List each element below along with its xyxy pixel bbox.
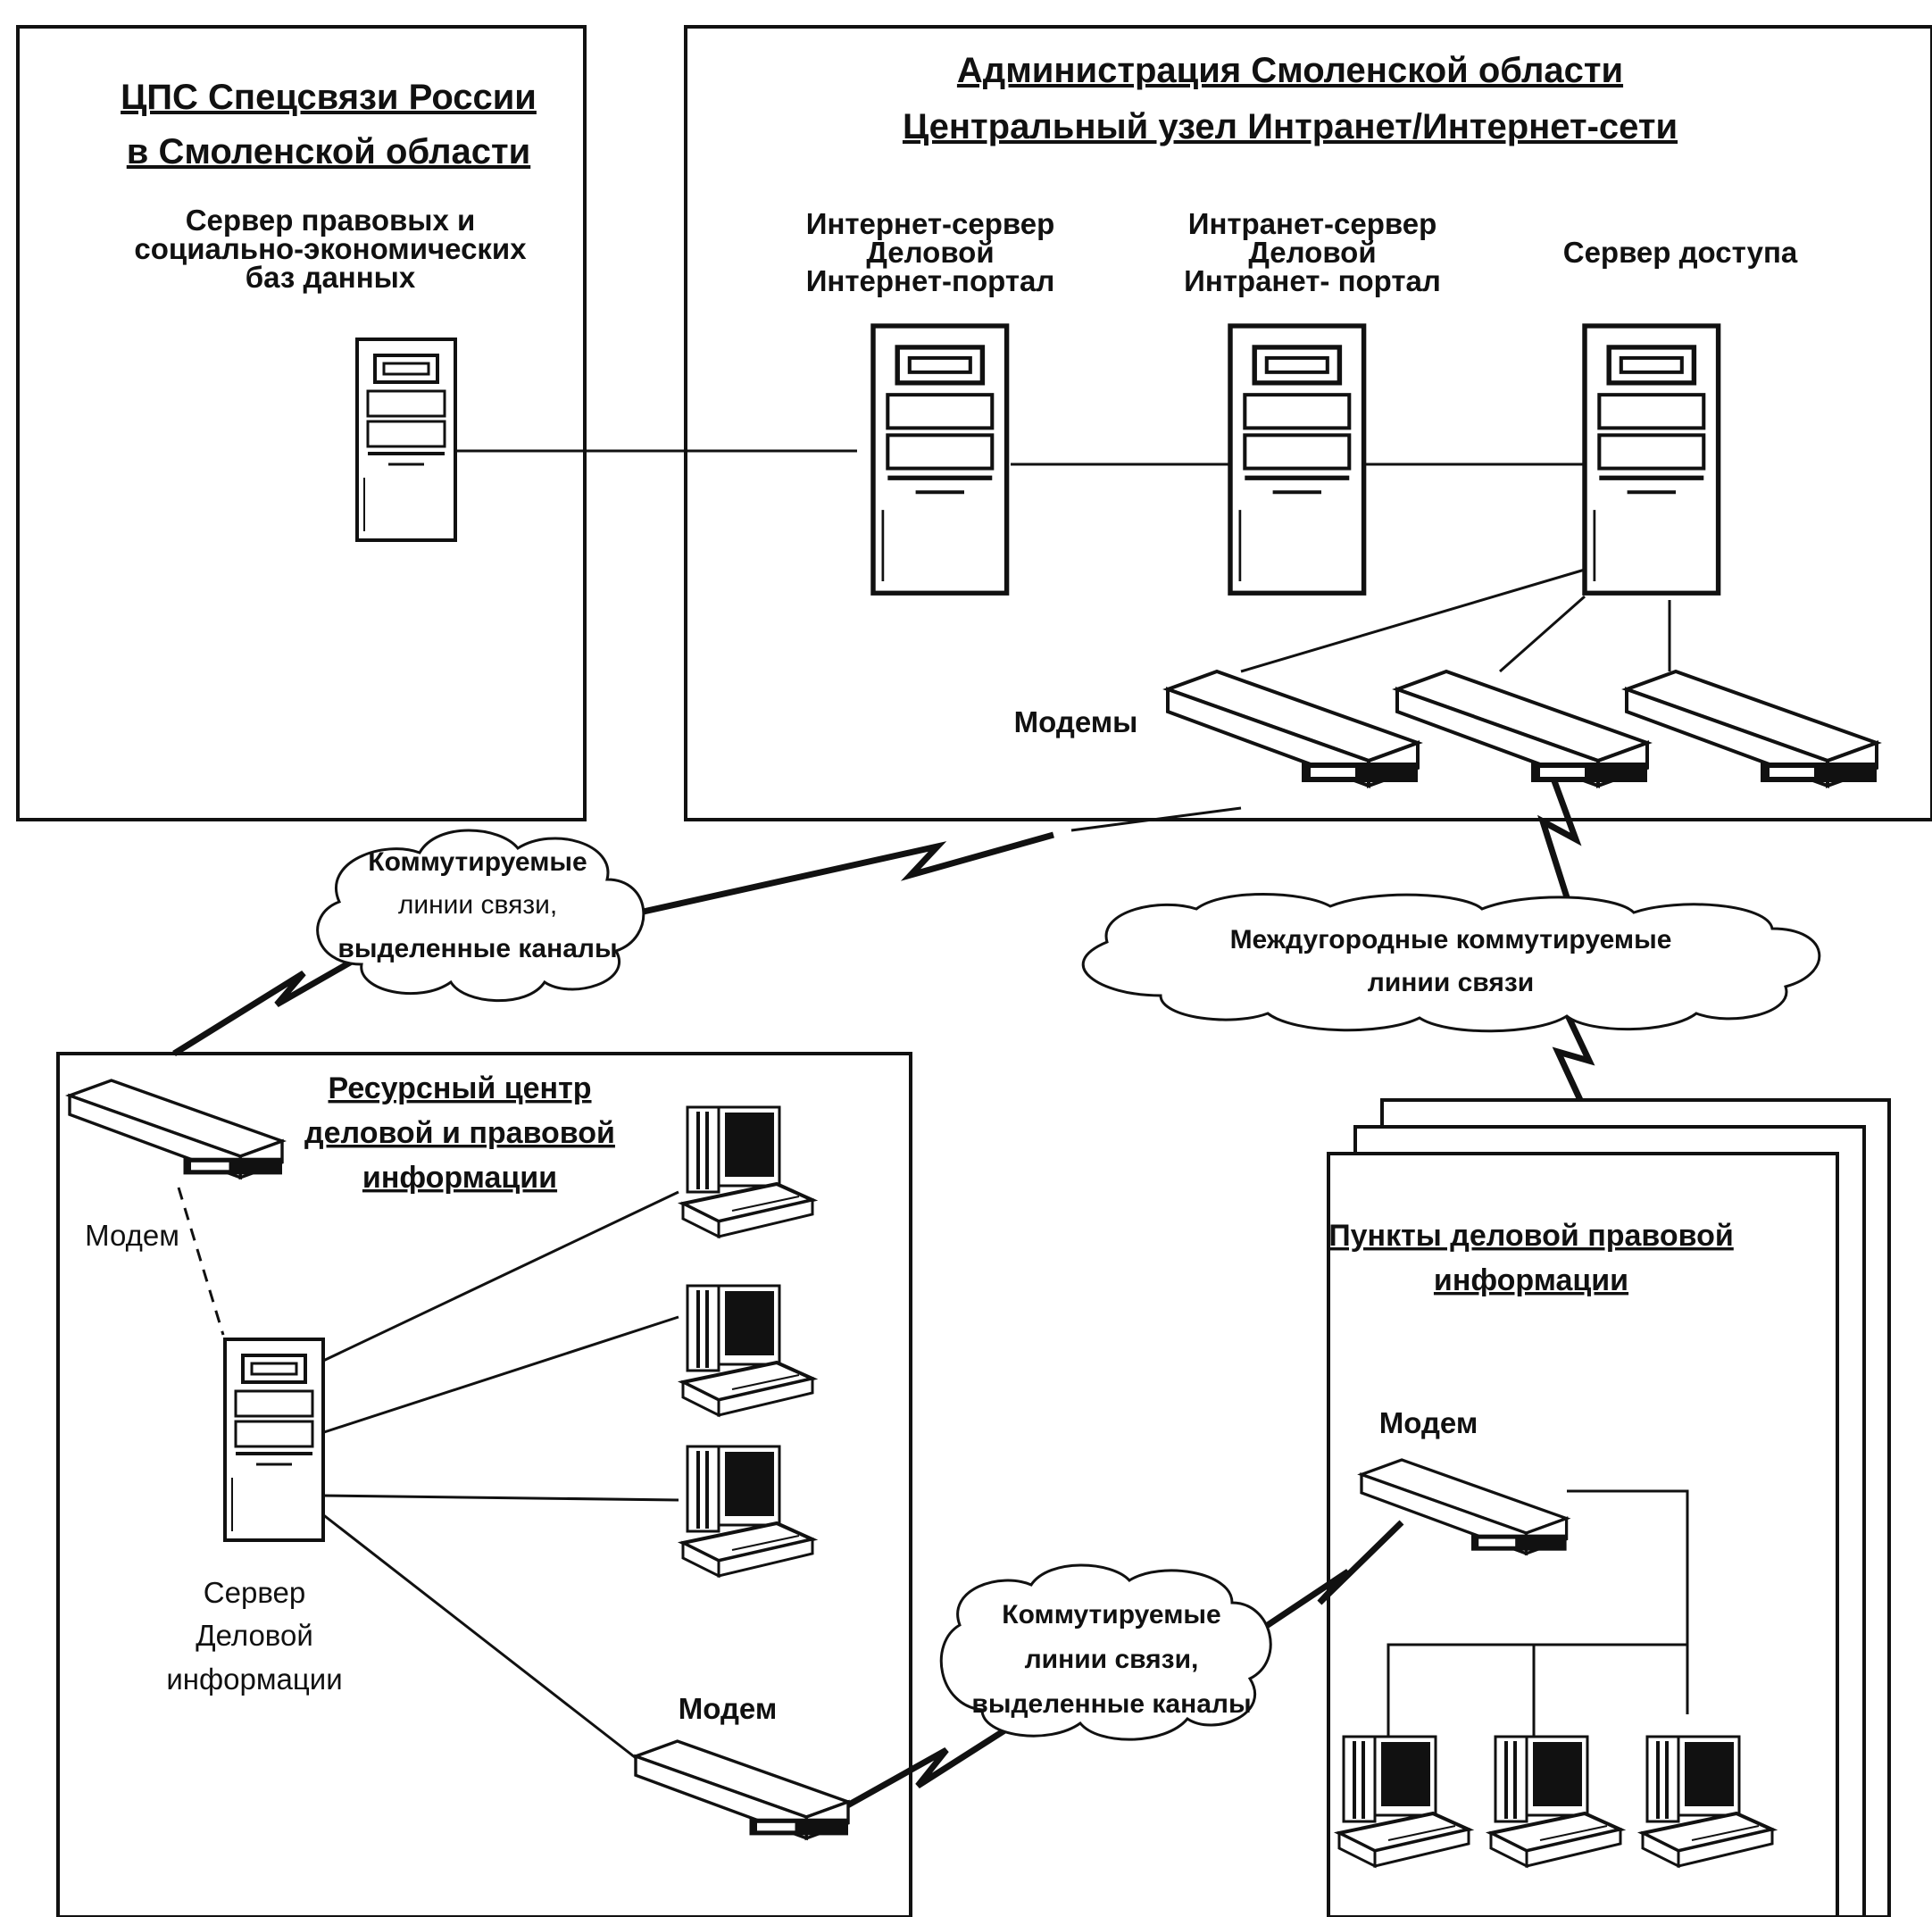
admin-modem-1-icon [1166,670,1420,788]
link-access-modem-2 [1499,595,1586,673]
rc-workstation-3-icon [681,1445,814,1578]
cps-server-label-line1: Сервер правовых и [186,204,476,237]
rc-modem-top-label: Модем [85,1219,179,1252]
intranet-server-label-line1: Интранет-сервер [1188,207,1437,240]
internet-server-label-line3: Интернет-портал [806,264,1055,297]
cps-title-line2: в Смоленской области [127,132,530,171]
legal-db-server-icon [355,338,457,542]
link-points-bus [1387,1643,1687,1750]
rc-server-label-line3: информации [166,1663,342,1696]
rc-title-line3: информации [362,1161,557,1195]
lightning-modem-to-longdistance-cloud [1537,777,1582,899]
cloud-left-label-line1: Коммутируемые [368,847,587,877]
cloud-left-label-line3: выделенные каналы [337,934,617,963]
rc-workstation-2-icon [681,1284,814,1417]
admin-title-line1: Администрация Смоленской области [957,51,1623,90]
points-title-line1: Пункты деловой правовой [1328,1219,1734,1253]
rc-modem-top-icon [68,1079,284,1179]
admin-title-line2: Центральный узел Интранет/Интернет-сети [903,107,1678,146]
cloud-bottom-label-line3: выделенные каналы [971,1689,1251,1719]
rc-workstation-1-icon [681,1105,814,1238]
cloud-bottom-label-line1: Коммутируемые [1002,1600,1220,1629]
cloud-bottom-label-line2: линии связи, [1025,1645,1199,1674]
rc-title-line1: Ресурсный центр [328,1071,591,1105]
link-rc-server-modem [321,1512,644,1765]
cps-server-label-line2: социально-экономических [134,232,527,265]
cps-title-line1: ЦПС Спецсвязи России [121,78,537,117]
cloud-switched-bottom [939,1563,1272,1741]
access-server-icon [1585,326,1719,593]
lightning-rc-modem-to-bottom-cloud [833,1725,1011,1816]
rc-server-label-line2: Деловой [196,1619,313,1652]
cloud-longdistance [1081,893,1821,1033]
cps-server-label-line3: баз данных [246,261,416,294]
admin-frame [684,25,1932,821]
cloud-left-label-line2: линии связи, [398,890,557,920]
admin-modem-3-icon [1625,670,1878,788]
link-rc-server-pc3 [321,1494,679,1502]
rc-server-label-line1: Сервер [204,1576,305,1609]
rc-modem-bottom-label: Модем [679,1692,778,1725]
internet-server-label-line2: Деловой [866,236,994,269]
link-rc-modem-server [177,1187,225,1336]
intranet-server-label-line2: Деловой [1248,236,1376,269]
link-rc-server-pc2 [321,1315,679,1435]
access-server-label: Сервер доступа [1563,236,1798,269]
admin-modem-2-icon [1395,670,1649,788]
cps-frame [16,25,587,821]
internet-server-label-line1: Интернет-сервер [806,207,1055,240]
link-rc-server-pc1 [321,1190,679,1363]
rc-modem-bottom-icon [634,1739,850,1840]
business-info-server-icon [223,1338,325,1542]
admin-modems-label: Модемы [1014,705,1138,738]
points-title-line2: информации [1434,1263,1628,1297]
lightning-admin-to-left-cloud [606,831,1054,923]
cloud-switched-left [316,829,645,1003]
cloud-longdistance-label-line2: линии связи [1368,968,1534,997]
cloud-longdistance-label-line1: Междугородные коммутируемые [1230,925,1672,954]
points-modem-label: Модем [1379,1406,1478,1439]
rc-title-line2: деловой и правовой [304,1116,615,1150]
link-points-modem-bus [1567,1489,1689,1714]
intranet-server-icon [1230,326,1364,593]
internet-server-icon [873,326,1007,593]
resource-center-frame [56,1052,912,1917]
lightning-left-cloud-to-rc-modem [172,945,377,1056]
link-modems-feed [1070,806,1242,832]
intranet-server-label-line3: Интранет- портал [1184,264,1441,297]
lightning-bottom-cloud-to-points-modem [1239,1520,1404,1646]
link-access-modem-1 [1240,568,1586,673]
lightning-longdistance-cloud-to-points [1552,1012,1595,1102]
